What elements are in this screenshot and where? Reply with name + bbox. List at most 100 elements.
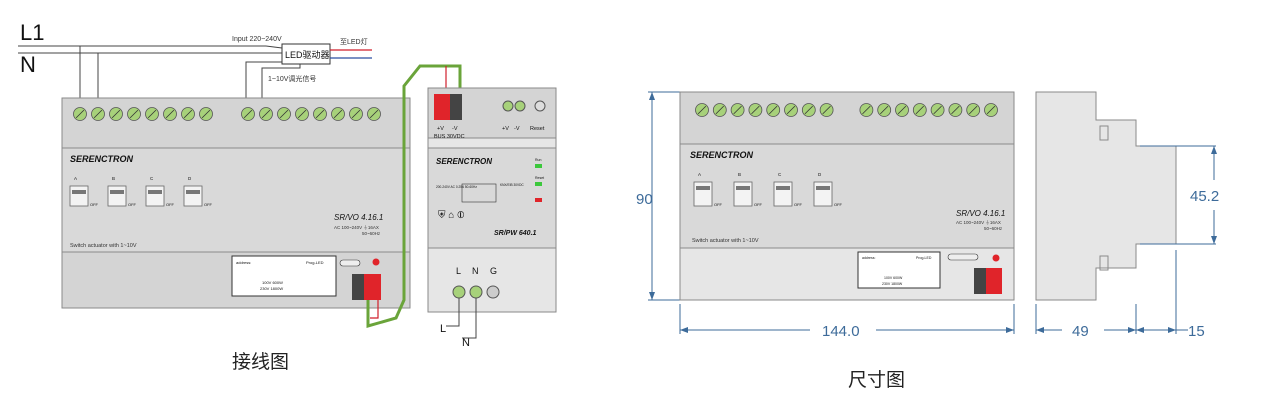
front-model: SR/VO 4.16.1	[956, 209, 1005, 218]
ps-screw-l	[452, 285, 466, 299]
manual-switch[interactable]	[813, 181, 833, 207]
terminal-slot	[822, 105, 831, 115]
terminal-slot	[75, 109, 85, 119]
switch-lever	[72, 190, 86, 194]
switch-lever	[148, 190, 162, 194]
front-bus-terminal-black	[974, 268, 986, 294]
switch-lever	[736, 186, 750, 190]
manual-switch[interactable]	[733, 181, 753, 207]
manual-switch[interactable]	[183, 185, 203, 207]
terminal-slot	[279, 109, 289, 119]
front-prog-button[interactable]	[947, 253, 979, 261]
front-bus-terminal-red	[986, 268, 1002, 294]
terminal-slot	[715, 105, 724, 115]
channel-label: A	[698, 172, 701, 177]
wiring-diagram: L1 N Input 220~240V LED驱动器 至LED灯 1~10V调光…	[18, 20, 557, 373]
actuator-description: Switch actuator with 1~10V	[70, 243, 137, 249]
terminal-slot	[804, 105, 813, 115]
switch-lever	[696, 186, 710, 190]
dim-width: 144.0	[822, 323, 860, 340]
terminal-slot	[183, 109, 193, 119]
bus-wire-red	[370, 300, 379, 319]
bus-terminal-black	[352, 274, 364, 300]
address-plate	[231, 255, 337, 297]
led-label: 至LED灯	[340, 37, 368, 46]
bus-wire-green	[366, 64, 462, 328]
ps-terminal-g: G	[490, 266, 497, 276]
channel-label: C	[150, 176, 154, 181]
channel-label: B	[738, 172, 741, 177]
dim-arrow-up	[649, 92, 655, 100]
ps-bus-terminal-black	[450, 94, 462, 120]
ps-input-spec: 200-240V AC 0.25A 50-60Hz	[436, 185, 477, 189]
off-label: OFF	[128, 202, 137, 207]
dim-signal-label: 1~10V调光信号	[268, 74, 316, 83]
ps-plus-v-right: +V	[502, 126, 509, 132]
ps-reset-label: Reset	[530, 126, 545, 132]
ps-reset-button[interactable]	[534, 100, 546, 112]
off-label: OFF	[794, 202, 803, 207]
terminal-slot	[243, 109, 253, 119]
actuator-brand: SERENCTRON	[70, 154, 134, 164]
manual-switch[interactable]	[107, 185, 127, 207]
channel-label: A	[74, 176, 77, 181]
ps-bus-label: BUS 30VDC	[434, 134, 465, 140]
actuator-terminal-strip-top	[61, 97, 411, 149]
ps-terminal-n: N	[472, 266, 479, 276]
bus-terminal-red	[364, 274, 381, 300]
front-load-2: 230V 1800W	[882, 282, 903, 286]
channel-label: C	[778, 172, 782, 177]
terminal-slot	[733, 105, 742, 115]
line-label: L1	[20, 20, 44, 45]
terminal-slot	[297, 109, 307, 119]
actuator-terminals	[73, 107, 381, 121]
ps-minus-v: -V	[452, 126, 458, 132]
terminal-slot	[862, 105, 871, 115]
ps-bottom-l: L	[440, 323, 446, 335]
ps-output-spec: KNX/EIB 30VDC	[500, 183, 524, 187]
channel-label: B	[112, 176, 115, 181]
front-brand: SERENCTRON	[690, 150, 754, 160]
dim-inner-height: 45.2	[1190, 188, 1219, 205]
ps-terminal-vminus	[514, 100, 526, 112]
switch-lever	[110, 190, 124, 194]
terminal-slot	[261, 109, 271, 119]
terminal-slot	[351, 109, 361, 119]
terminal-slot	[697, 105, 707, 115]
manual-switch[interactable]	[69, 185, 89, 207]
manual-switch[interactable]	[145, 185, 165, 207]
front-load-1: 100V 600W	[884, 276, 903, 280]
load-text-1: 100V 600W	[262, 280, 283, 285]
front-address-label: address:	[862, 256, 875, 260]
front-prog-label: Prog-LED	[916, 256, 932, 260]
ps-model: SR/PW 640.1	[494, 230, 537, 237]
off-label: OFF	[834, 202, 843, 207]
manual-switch[interactable]	[693, 181, 713, 207]
ps-run-label: Run	[535, 158, 541, 162]
terminal-slot	[897, 105, 907, 115]
terminal-slot	[93, 109, 103, 119]
dimension-caption: 尺寸图	[848, 369, 905, 391]
manual-switch[interactable]	[773, 181, 793, 207]
off-label: OFF	[204, 202, 213, 207]
channel-label: D	[188, 176, 192, 181]
front-rating-2: 50~60Hz	[984, 226, 1003, 231]
dim-height: 90	[636, 191, 653, 208]
terminal-slot	[786, 105, 796, 115]
side-view-body	[1035, 91, 1177, 301]
terminal-slot	[751, 105, 760, 115]
ps-screw-n	[469, 285, 483, 299]
off-label: OFF	[90, 202, 99, 207]
ps-led-reset	[535, 182, 542, 186]
terminal-slot	[129, 109, 139, 119]
led-driver-label: LED驱动器	[285, 50, 330, 60]
ps-led-run	[535, 164, 542, 168]
wiring-caption: 接线图	[232, 351, 289, 373]
side-clip-bottom	[1099, 255, 1109, 271]
address-label: address:	[236, 260, 251, 265]
power-supply-label-panel	[427, 147, 557, 249]
dim-step: 15	[1188, 323, 1205, 340]
prog-button[interactable]	[339, 259, 361, 267]
